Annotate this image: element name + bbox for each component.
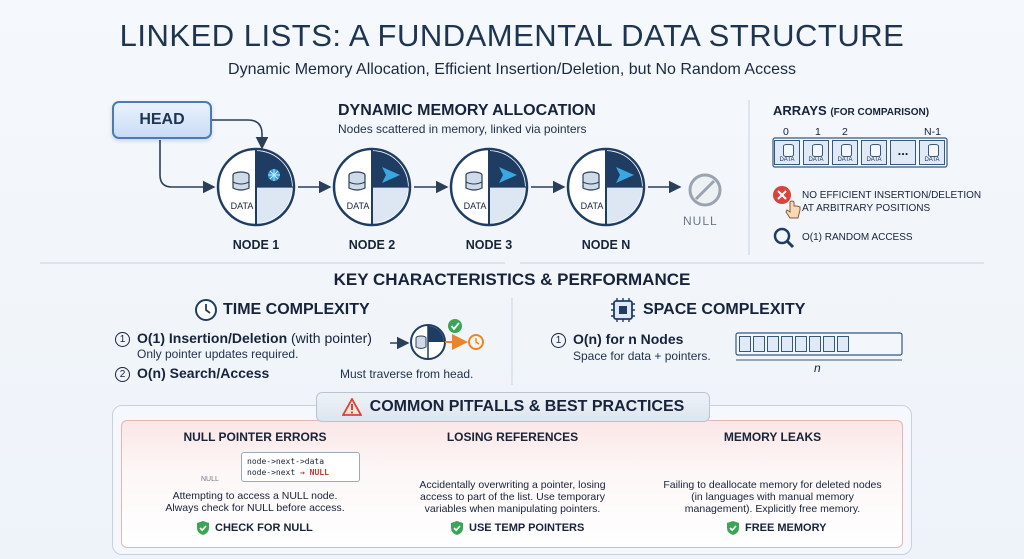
page-subtitle: Dynamic Memory Allocation, Efficient Ins… — [228, 61, 796, 78]
node-label: NODE 3 — [465, 238, 513, 252]
array-index: 1 — [815, 126, 821, 138]
best-practice-label: USE TEMP POINTERS — [469, 522, 585, 534]
time-item-number: 2 — [115, 367, 130, 382]
memory-cell — [739, 336, 751, 352]
chip-icon — [611, 298, 635, 322]
best-practice-label: FREE MEMORY — [745, 522, 827, 534]
time-item-title-suffix: (with pointer) — [287, 330, 372, 346]
code-line: node->next->data — [247, 457, 325, 466]
memory-n-label: n — [814, 361, 821, 375]
space-item-number: 1 — [551, 333, 566, 348]
page-title: LINKED LISTS: A FUNDAMENTAL DATA STRUCTU… — [119, 18, 905, 53]
linked-list-node — [216, 147, 296, 227]
timer-icon — [468, 334, 484, 350]
characteristics-title: KEY CHARACTERISTICS & PERFORMANCE — [333, 270, 691, 289]
code-line-arrow: → — [299, 468, 305, 477]
array-index: N-1 — [924, 126, 941, 138]
pitfall-desc: management). Explicitly free memory. — [684, 503, 861, 515]
head-to-node1-arrow — [159, 140, 216, 194]
array-con-note: NO EFFICIENT INSERTION/DELETION — [802, 190, 982, 201]
best-practice-label: CHECK FOR NULL — [215, 522, 313, 534]
arrays-title-note: (FOR COMPARISON) — [830, 107, 930, 118]
pointer-hand-icon — [785, 200, 801, 219]
memory-cells — [739, 336, 849, 352]
best-practice-badge: CHECK FOR NULL — [196, 520, 313, 536]
pitfalls-title: COMMON PITFALLS & BEST PRACTICES — [369, 398, 685, 415]
array-index: 0 — [783, 126, 789, 138]
null-label: NULL — [683, 214, 718, 228]
pitfall-desc: (in languages with manual memory — [691, 491, 854, 503]
code-line-null: NULL — [304, 468, 329, 477]
pitfalls-title-pill: COMMON PITFALLS & BEST PRACTICES — [316, 392, 710, 422]
pitfall-desc: Attempting to access a NULL node. — [172, 490, 338, 502]
array-con-note-2: AT ARBITRARY POSITIONS — [802, 203, 931, 214]
time-complexity-title: TIME COMPLEXITY — [223, 301, 370, 318]
memory-cell — [781, 336, 793, 352]
array-cell: DATA — [861, 140, 887, 165]
time-item-title-main: O(1) Insertion/Deletion — [137, 330, 288, 346]
shield-check-icon — [451, 521, 463, 535]
memory-cell — [837, 336, 849, 352]
array-cell: DATA — [774, 140, 800, 165]
head-pointer-box: HEAD — [112, 101, 212, 139]
pitfall-desc: Failing to deallocate memory for deleted… — [663, 479, 882, 491]
pitfall-desc: Always check for NULL before access. — [165, 502, 345, 514]
array-index: 2 — [842, 126, 848, 138]
best-practice-badge: FREE MEMORY — [726, 520, 827, 536]
array-cell: DATA — [832, 140, 858, 165]
pitfall-desc: access to part of the list. Use temporar… — [420, 491, 605, 503]
node-label: NODE N — [581, 238, 631, 252]
memory-cell — [753, 336, 765, 352]
array-cell: DATA — [803, 140, 829, 165]
memory-section-title: DYNAMIC MEMORY ALLOCATION — [338, 102, 596, 119]
space-item-title: O(n) for n Nodes — [573, 331, 684, 347]
memory-cell — [767, 336, 779, 352]
memory-section-desc: Nodes scattered in memory, linked via po… — [338, 122, 587, 136]
space-complexity-title: SPACE COMPLEXITY — [643, 301, 806, 318]
node-data-label: DATA — [463, 201, 487, 211]
code-line-prefix: node->next — [247, 468, 300, 477]
pitfall-title: LOSING REFERENCES — [446, 430, 579, 444]
error-x-icon — [773, 186, 791, 204]
node-label: NODE 2 — [348, 238, 396, 252]
null-small-label: NULL — [201, 476, 219, 483]
pitfall-title: NULL POINTER ERRORS — [183, 430, 327, 444]
array-ellipsis: ... — [890, 140, 916, 165]
insert-node-icon — [410, 324, 446, 360]
best-practice-badge: USE TEMP POINTERS — [450, 520, 584, 536]
node-data-label: DATA — [346, 201, 370, 211]
null-icon — [688, 173, 722, 207]
linked-list-node — [332, 147, 412, 227]
code-line: node->next → NULL — [247, 467, 354, 478]
node-data-label: DATA — [580, 201, 604, 211]
linked-list-node — [449, 147, 529, 227]
time-item-desc: Only pointer updates required. — [137, 347, 299, 361]
clock-icon — [195, 299, 217, 321]
arrays-title: ARRAYS (FOR COMPARISON) — [773, 103, 929, 118]
head-pointer-arrow — [212, 119, 269, 150]
arrays-title-main: ARRAYS — [773, 103, 827, 118]
pitfall-desc: variables when manipulating pointers. — [424, 503, 601, 515]
time-item-title: O(n) Search/Access — [137, 365, 270, 381]
time-item-number: 1 — [115, 332, 130, 347]
pitfall-title: MEMORY LEAKS — [723, 430, 822, 444]
memory-cell — [795, 336, 807, 352]
memory-cell — [809, 336, 821, 352]
array-cell: DATA — [919, 140, 945, 165]
shield-check-icon — [197, 521, 209, 535]
space-item-desc: Space for data + pointers. — [573, 349, 711, 363]
magnifier-icon — [773, 227, 795, 249]
array-pro-note: O(1) RANDOM ACCESS — [802, 232, 913, 243]
memory-cell — [823, 336, 835, 352]
node-label: NODE 1 — [232, 238, 280, 252]
node-data-label: DATA — [230, 201, 254, 211]
linked-list-node — [566, 147, 646, 227]
time-item-title: O(1) Insertion/Deletion (with pointer) — [137, 330, 372, 346]
shield-check-icon — [727, 521, 739, 535]
pitfall-desc: Accidentally overwriting a pointer, losi… — [419, 479, 606, 491]
warning-icon — [341, 398, 362, 416]
time-item-desc: Must traverse from head. — [340, 367, 474, 381]
code-snippet: node->next->data node->next → NULL — [241, 452, 360, 482]
check-badge-icon — [448, 319, 462, 333]
